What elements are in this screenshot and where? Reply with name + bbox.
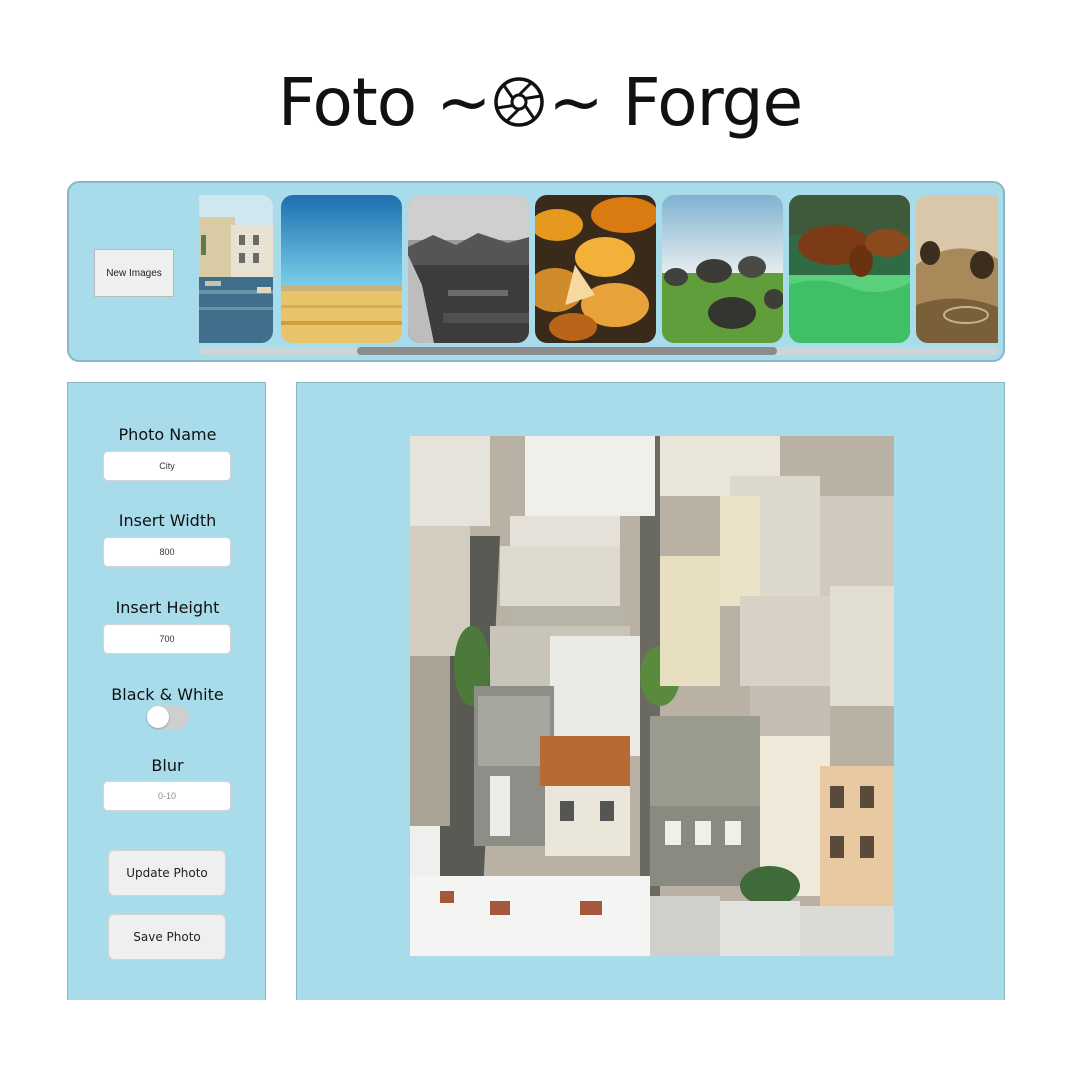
thumbnail-animal[interactable] [789, 195, 910, 343]
blur-input[interactable] [103, 781, 231, 811]
thumbnail-canal[interactable] [199, 195, 273, 343]
gallery-scrollbar-thumb[interactable] [357, 347, 777, 355]
thumbnail-hills[interactable] [916, 195, 998, 343]
toggle-knob [147, 706, 169, 728]
thumbnail-strip [199, 195, 1001, 343]
gallery-scrollbar[interactable] [199, 347, 999, 355]
photo-preview-panel [296, 382, 1005, 1000]
insert-width-label: Insert Width [118, 511, 217, 530]
insert-width-input[interactable] [103, 537, 231, 567]
update-photo-button[interactable]: Update Photo [108, 850, 226, 896]
save-photo-button[interactable]: Save Photo [108, 914, 226, 960]
app-title: Foto ~ ~ Forge [0, 62, 1080, 142]
blur-label: Blur [151, 756, 184, 775]
thumbnail-autumn-leaves[interactable] [535, 195, 656, 343]
photo-name-label: Photo Name [118, 425, 217, 444]
insert-height-input[interactable] [103, 624, 231, 654]
thumbnail-rocks[interactable] [662, 195, 783, 343]
thumbnail-wheat-field[interactable] [281, 195, 402, 343]
black-white-label: Black & White [111, 685, 224, 704]
black-white-toggle[interactable] [147, 705, 189, 729]
thumbnail-gallery: New Images [67, 181, 1005, 362]
photo-name-input[interactable] [103, 451, 231, 481]
title-right: ~ Forge [548, 63, 803, 141]
new-images-button[interactable]: New Images [94, 249, 174, 297]
title-left: Foto ~ [277, 63, 492, 141]
insert-height-label: Insert Height [115, 598, 220, 617]
thumbnail-mountains[interactable] [408, 195, 529, 343]
camera-aperture-icon [492, 75, 546, 129]
control-panel: Photo Name Insert Width Insert Height Bl… [67, 382, 266, 1000]
preview-image [410, 436, 894, 956]
